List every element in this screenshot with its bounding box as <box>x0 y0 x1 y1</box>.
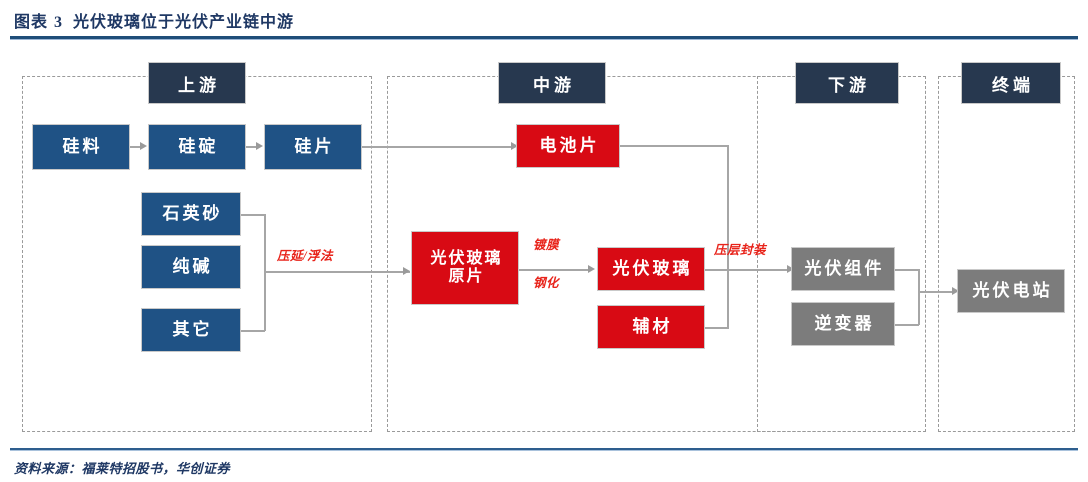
footer-divider-light <box>10 450 1078 451</box>
arrowhead-to-pv-glass <box>588 265 595 273</box>
node-pv-module: 光伏组件 <box>791 247 895 291</box>
connector-bus-to-station <box>918 291 955 293</box>
node-quartz-sand: 石英砂 <box>141 192 241 236</box>
connector-silicon-ingot-to-wafer <box>246 146 258 148</box>
arrowhead-to-pv-module <box>787 265 794 273</box>
connector-quartz-sand-stub <box>241 214 265 216</box>
connector-auxiliary-rise <box>727 269 729 328</box>
arrowhead-to-power-station <box>952 287 959 295</box>
stage-header-terminal: 终端 <box>961 62 1061 104</box>
figure-title-number: 3 <box>54 14 64 31</box>
node-inverter: 逆变器 <box>791 302 895 346</box>
node-silicon-material: 硅料 <box>32 124 130 170</box>
connector-others-stub <box>241 330 265 332</box>
node-others: 其它 <box>141 308 241 352</box>
title-divider <box>10 36 1078 39</box>
connector-raw-to-glass-raw <box>264 271 410 273</box>
node-solar-cell: 电池片 <box>516 124 620 168</box>
process-label-lamination: 压层封装 <box>714 243 767 257</box>
stage-header-downstream: 下游 <box>795 62 899 104</box>
stage-header-upstream: 上游 <box>148 62 246 104</box>
process-label-rolling-float: 压延/浮法 <box>277 249 333 263</box>
arrowhead-to-solar-cell <box>511 142 518 150</box>
node-silicon-ingot: 硅碇 <box>148 124 246 170</box>
arrowhead-to-silicon-ingot <box>140 142 147 150</box>
connector-pv-glass-to-module <box>705 269 789 271</box>
node-silicon-wafer: 硅片 <box>264 124 362 170</box>
node-glass-raw-sheet: 光伏玻璃 原片 <box>411 231 519 305</box>
connector-module-out <box>895 269 919 271</box>
connector-wafer-to-solar-cell <box>362 146 513 148</box>
title-divider-light <box>10 39 1078 40</box>
connector-inverter-out <box>895 324 919 326</box>
node-soda-ash: 纯碱 <box>141 245 241 289</box>
process-label-tempering: 钢化 <box>533 276 560 290</box>
connector-glass-raw-to-pv-glass <box>519 269 589 271</box>
node-auxiliary: 辅材 <box>597 305 705 349</box>
node-glass-raw-sheet-line2: 原片 <box>448 268 485 285</box>
connector-auxiliary-out <box>705 327 729 329</box>
node-glass-raw-sheet-line1: 光伏玻璃 <box>430 250 503 268</box>
stage-header-midstream: 中游 <box>498 62 606 104</box>
figure-title: 图表 3 光伏玻璃位于光伏产业链中游 <box>14 8 294 32</box>
node-pv-glass: 光伏玻璃 <box>597 247 705 291</box>
connector-solar-cell-out <box>620 145 728 147</box>
connector-station-bus <box>918 269 920 325</box>
source-note: 资料来源：福莱特招股书，华创证券 <box>14 461 231 476</box>
figure-title-text: 光伏玻璃位于光伏产业链中游 <box>73 14 295 31</box>
section-frame-terminal <box>938 76 1075 432</box>
footer-divider <box>10 448 1078 450</box>
connector-silicon-material-to-ingot <box>130 146 142 148</box>
arrowhead-to-glass-raw <box>403 267 410 275</box>
node-power-station: 光伏电站 <box>957 269 1065 313</box>
figure-title-prefix: 图表 <box>14 14 49 31</box>
connector-solar-cell-drop <box>727 145 729 269</box>
arrowhead-to-silicon-wafer <box>256 142 263 150</box>
process-label-coating: 镀膜 <box>533 238 560 252</box>
